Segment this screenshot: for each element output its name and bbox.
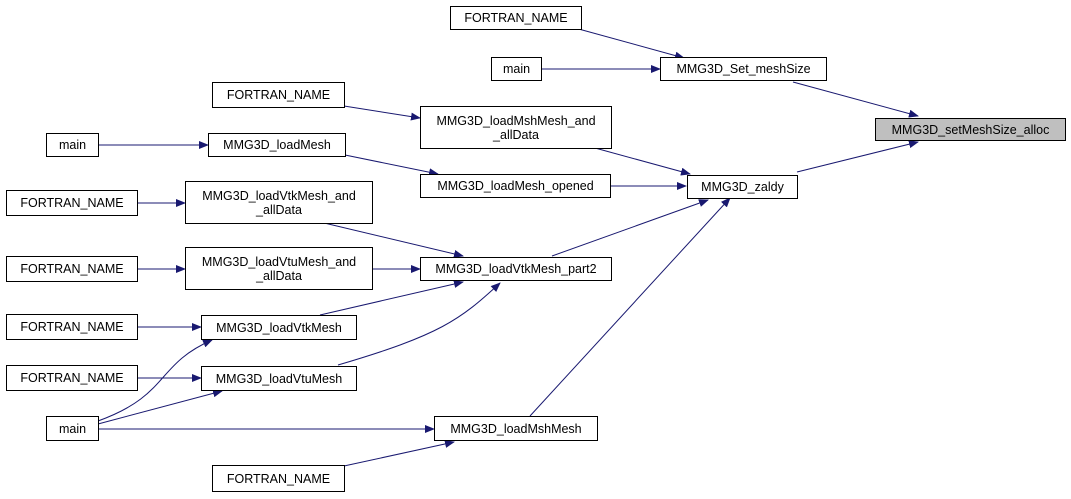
- node-fortran-name-2[interactable]: FORTRAN_NAME: [212, 82, 345, 108]
- node-mmg3d-set-meshsize[interactable]: MMG3D_Set_meshSize: [660, 57, 827, 81]
- edge-loadmesh-to-opened: [344, 154, 439, 177]
- node-mmg3d-loadvtkmesh[interactable]: MMG3D_loadVtkMesh: [201, 315, 357, 340]
- node-mmg3d-zaldy[interactable]: MMG3D_zaldy: [687, 175, 798, 199]
- node-mmg3d-loadmshmesh-and-alldata[interactable]: MMG3D_loadMshMesh_and _allData: [420, 106, 612, 149]
- edge-main3-to-loadvtumesh: [97, 389, 223, 425]
- node-fortran-name-1[interactable]: FORTRAN_NAME: [450, 6, 582, 30]
- edge-loadvtk-alldata-to-part2: [319, 221, 464, 258]
- node-main-1[interactable]: main: [491, 57, 542, 81]
- node-mmg3d-loadmesh-opened[interactable]: MMG3D_loadMesh_opened: [420, 174, 611, 198]
- edge-fortran7-to-loadmshmesh: [343, 440, 455, 467]
- node-fortran-name-3[interactable]: FORTRAN_NAME: [6, 190, 138, 216]
- node-fortran-name-7[interactable]: FORTRAN_NAME: [212, 465, 345, 492]
- node-mmg3d-setmeshsize-alloc: MMG3D_setMeshSize_alloc: [875, 118, 1066, 141]
- node-main-3[interactable]: main: [46, 416, 99, 441]
- node-mmg3d-loadmshmesh[interactable]: MMG3D_loadMshMesh: [434, 416, 598, 441]
- edge-loadmsh-alldata-to-zaldy: [594, 147, 691, 176]
- edge-loadmshmesh-to-zaldy: [529, 197, 731, 417]
- node-fortran-name-5[interactable]: FORTRAN_NAME: [6, 314, 138, 340]
- node-fortran-name-4[interactable]: FORTRAN_NAME: [6, 256, 138, 282]
- node-mmg3d-loadmesh[interactable]: MMG3D_loadMesh: [208, 133, 346, 157]
- edge-set-meshsize-to-alloc: [792, 81, 919, 118]
- edge-zaldy-to-alloc: [796, 140, 919, 173]
- edge-main3-to-loadvtkmesh: [97, 339, 213, 422]
- edge-part2-to-zaldy: [551, 199, 709, 257]
- node-mmg3d-loadvtkmesh-part2[interactable]: MMG3D_loadVtkMesh_part2: [420, 257, 612, 281]
- edge-fortran1-to-set-meshsize: [574, 27, 685, 60]
- node-main-2[interactable]: main: [46, 133, 99, 157]
- node-mmg3d-loadvtkmesh-and-alldata[interactable]: MMG3D_loadVtkMesh_and _allData: [185, 181, 373, 224]
- node-mmg3d-loadvtumesh-and-alldata[interactable]: MMG3D_loadVtuMesh_and _allData: [185, 247, 373, 290]
- edge-fortran2-to-loadmsh-alldata: [343, 105, 421, 121]
- node-mmg3d-loadvtumesh[interactable]: MMG3D_loadVtuMesh: [201, 366, 357, 391]
- node-fortran-name-6[interactable]: FORTRAN_NAME: [6, 365, 138, 391]
- edge-loadvtkmesh-to-part2: [319, 280, 464, 316]
- edge-loadvtumesh-to-part2: [337, 282, 501, 366]
